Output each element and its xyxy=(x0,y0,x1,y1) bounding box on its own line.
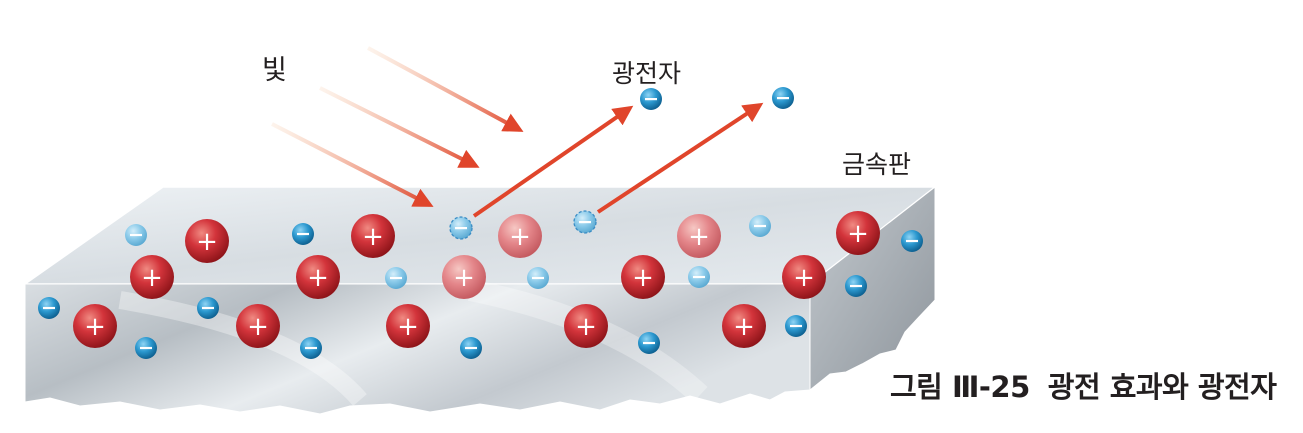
photoelectron-path-2 xyxy=(596,102,764,214)
electron-vacancies xyxy=(449,210,597,240)
metal-plate-label: 금속판 xyxy=(842,150,912,179)
electron xyxy=(300,337,322,359)
minus-sign xyxy=(465,346,477,350)
minus-sign xyxy=(390,276,402,280)
plus-sign: + xyxy=(793,263,815,293)
positive-ion: + xyxy=(498,214,542,258)
plus-sign: + xyxy=(196,227,218,257)
electron xyxy=(785,315,807,337)
plus-sign: + xyxy=(733,312,755,342)
plus-sign: + xyxy=(84,312,106,342)
plus-sign: + xyxy=(632,263,654,293)
positive-ion: + xyxy=(351,214,395,258)
positive-ion: + xyxy=(836,211,880,255)
minus-sign xyxy=(297,232,309,236)
plus-sign: + xyxy=(362,222,384,252)
positive-ion: + xyxy=(185,219,229,263)
light-label: 빛 xyxy=(262,55,287,86)
electron xyxy=(845,275,867,297)
electron xyxy=(197,297,219,319)
electron xyxy=(527,267,549,289)
vacancy-2 xyxy=(573,210,597,234)
positive-ions: + + + + + + + + + + + + + + + xyxy=(73,211,880,348)
minus-sign xyxy=(130,233,142,237)
minus-sign xyxy=(140,346,152,350)
vacancy-1 xyxy=(449,216,473,240)
electron xyxy=(638,332,660,354)
figure-caption: 그림 Ⅲ-25 광전 효과와 광전자 xyxy=(890,364,1277,406)
electron xyxy=(135,337,157,359)
minus-sign xyxy=(790,324,802,328)
plus-sign: + xyxy=(509,222,531,252)
electron xyxy=(901,230,923,252)
metal-plate xyxy=(22,185,938,415)
photoelectron-paths xyxy=(472,102,764,218)
plus-sign: + xyxy=(847,219,869,249)
minus-sign xyxy=(693,275,705,279)
electron xyxy=(749,215,771,237)
electrons xyxy=(38,215,923,359)
plus-sign: + xyxy=(397,312,419,342)
positive-ion: + xyxy=(130,255,174,299)
positive-ion: + xyxy=(386,304,430,348)
positive-ion: + xyxy=(73,304,117,348)
electron xyxy=(292,223,314,245)
minus-sign xyxy=(643,341,655,345)
minus-sign xyxy=(906,239,918,243)
minus-sign xyxy=(532,276,544,280)
photoelectron-path-1 xyxy=(472,105,634,218)
positive-ion: + xyxy=(442,255,486,299)
photoelectron-1 xyxy=(640,88,662,110)
plus-sign: + xyxy=(307,263,329,293)
electron xyxy=(688,266,710,288)
minus-sign xyxy=(202,306,214,310)
electron xyxy=(460,337,482,359)
positive-ion: + xyxy=(236,304,280,348)
light-rays xyxy=(271,46,524,207)
light-ray-1 xyxy=(367,46,524,132)
positive-ion: + xyxy=(722,304,766,348)
plus-sign: + xyxy=(141,263,163,293)
plus-sign: + xyxy=(575,312,597,342)
figure-title: 광전 효과와 광전자 xyxy=(1047,370,1277,404)
positive-ion: + xyxy=(621,255,665,299)
photoelectron-label: 광전자 xyxy=(612,59,682,88)
electron xyxy=(38,297,60,319)
minus-sign xyxy=(754,224,766,228)
positive-ion: + xyxy=(782,255,826,299)
photoelectron-2 xyxy=(772,87,794,109)
ejected-photoelectrons xyxy=(640,87,794,110)
positive-ion: + xyxy=(564,304,608,348)
electron xyxy=(385,267,407,289)
plus-sign: + xyxy=(688,222,710,252)
electron xyxy=(125,224,147,246)
positive-ion: + xyxy=(296,255,340,299)
minus-sign xyxy=(43,306,55,310)
plus-sign: + xyxy=(247,312,269,342)
minus-sign xyxy=(850,284,862,288)
metal-plate-front-face xyxy=(24,283,811,415)
light-ray-2 xyxy=(319,86,480,168)
plus-sign: + xyxy=(453,263,475,293)
light-ray-3 xyxy=(271,122,434,207)
figure-number: 그림 Ⅲ-25 xyxy=(890,370,1030,404)
positive-ion: + xyxy=(677,214,721,258)
minus-sign xyxy=(305,346,317,350)
